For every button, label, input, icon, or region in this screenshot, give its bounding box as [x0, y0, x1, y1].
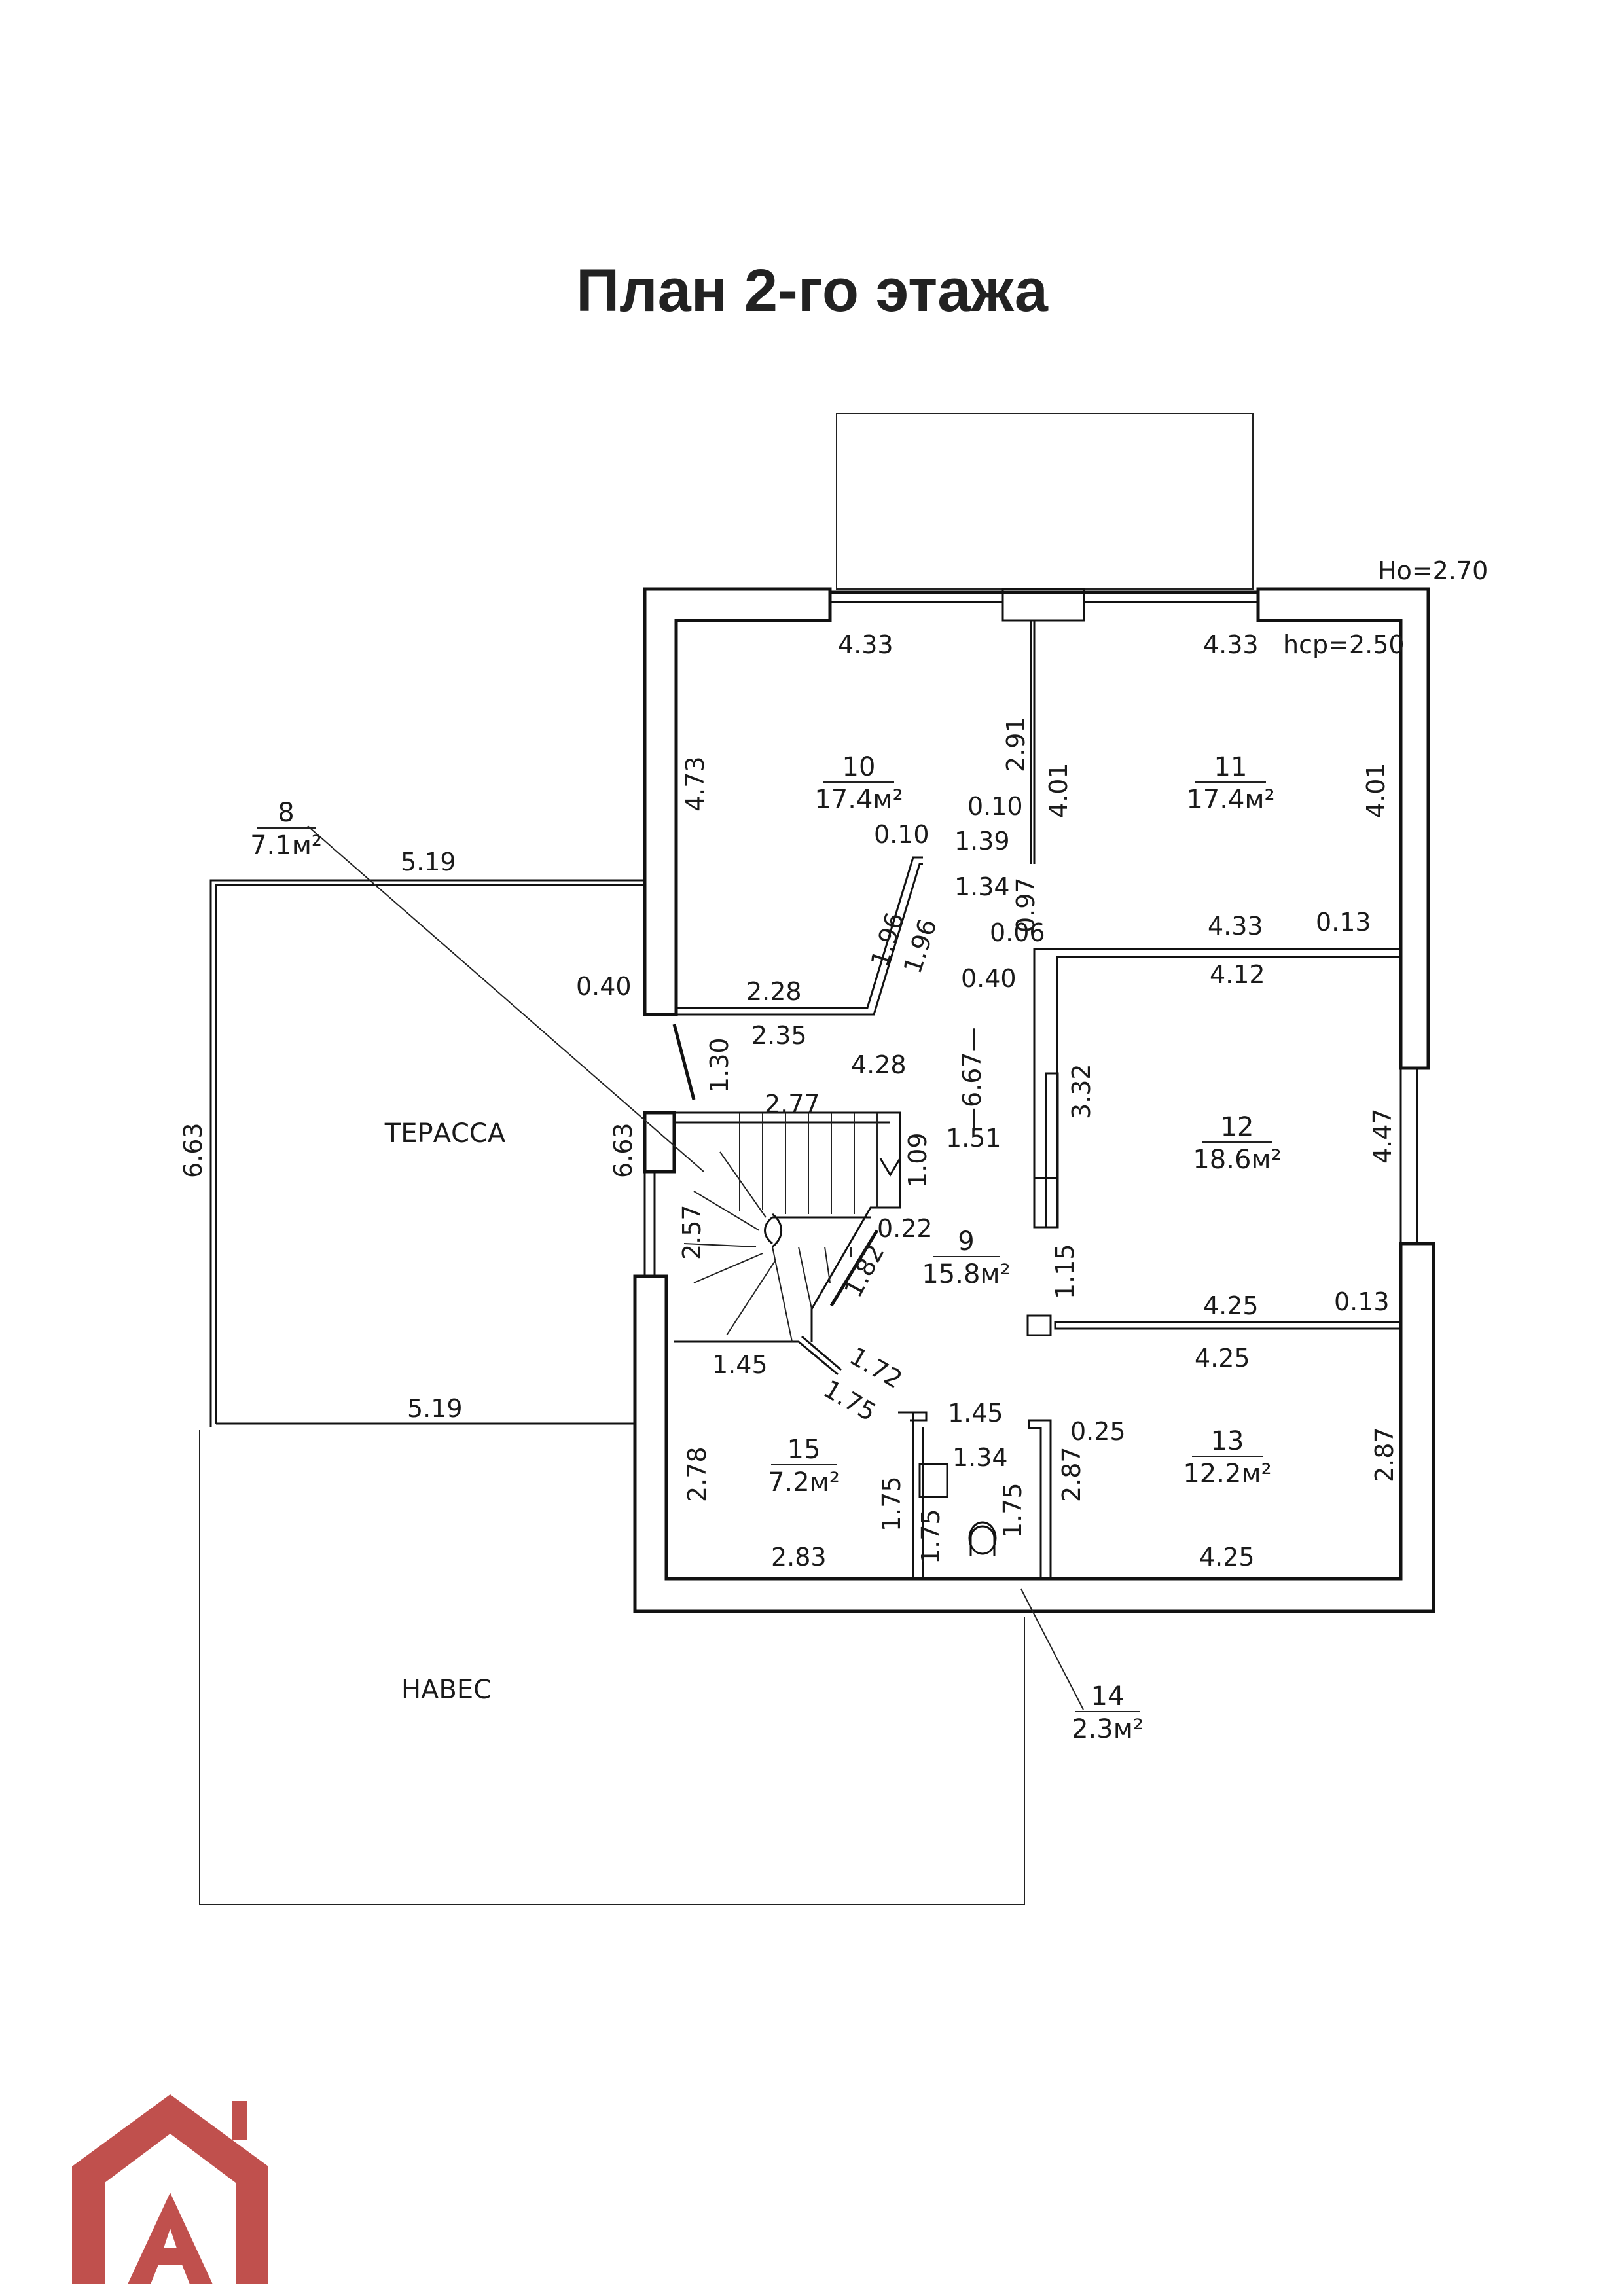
- dim-label: 4.25: [1203, 1291, 1259, 1320]
- dim-label: 0.10: [874, 820, 929, 849]
- room-11-label: 11 17.4м²: [1186, 752, 1274, 815]
- room-9-label: 9 15.8м²: [922, 1227, 1010, 1289]
- dim-label: 1.45: [948, 1399, 1003, 1427]
- room-area: 15.8м²: [922, 1259, 1010, 1289]
- room-10-label: 10 17.4м²: [814, 752, 903, 815]
- dim-label: 0.97: [1011, 877, 1040, 933]
- room-number: 14: [1091, 1681, 1125, 1712]
- dim-label: 2.87: [1057, 1446, 1086, 1502]
- room-area: 7.1м²: [250, 831, 322, 861]
- dim-label: 1.15: [1051, 1244, 1079, 1299]
- dim-label: 2.57: [677, 1204, 706, 1260]
- dim-label: —6.67—: [958, 1027, 986, 1132]
- dim-label: 4.01: [1362, 762, 1390, 818]
- dim-label: 4.33: [1203, 630, 1259, 659]
- dim-label: 1.39: [954, 827, 1010, 855]
- dim-label: 5.19: [407, 1394, 463, 1423]
- room-12-label: 12 18.6м²: [1193, 1112, 1281, 1175]
- room-number: 13: [1211, 1426, 1244, 1456]
- room-number: 8: [278, 798, 294, 828]
- dim-label: 0.40: [576, 972, 632, 1001]
- dim-label: 0.10: [967, 792, 1023, 821]
- dim-label: 4.28: [851, 1050, 907, 1079]
- dim-label: 1.75: [998, 1482, 1027, 1538]
- room-13-label: 13 12.2м²: [1183, 1426, 1271, 1489]
- dim-label: 0.13: [1316, 908, 1371, 937]
- room-labels: 8 7.1м² 9 15.8м² 10 17.4м² 11 17.4м² 12 …: [250, 752, 1282, 1744]
- dim-label: 4.25: [1195, 1344, 1250, 1372]
- dim-label: 4.33: [838, 630, 893, 659]
- dim-label: 4.47: [1368, 1108, 1397, 1164]
- room-area: 12.2м²: [1183, 1459, 1271, 1489]
- dim-label: 6.63: [609, 1122, 638, 1178]
- dim-label: 0.13: [1334, 1287, 1390, 1316]
- terrace-label: ТЕРАССА: [384, 1119, 506, 1149]
- dim-label: 1.75: [877, 1476, 906, 1532]
- dim-label: 4.33: [1208, 912, 1263, 941]
- house-logo-icon: [72, 2094, 268, 2284]
- staircase: [674, 1111, 901, 1342]
- leader-room-8: [307, 825, 704, 1172]
- dim-label: 2.83: [771, 1543, 827, 1571]
- balcony-door-frame: [1001, 588, 1085, 622]
- room-number: 9: [958, 1227, 974, 1257]
- level-ho: Hо=2.70: [1378, 556, 1488, 585]
- room-area: 17.4м²: [1186, 785, 1274, 815]
- outer-walls: [633, 587, 1435, 1613]
- balcony-outline: [836, 413, 1254, 590]
- dim-label: 1.30: [705, 1037, 734, 1093]
- canopy-label: НАВЕС: [401, 1675, 492, 1705]
- dim-label: 2.77: [765, 1090, 820, 1119]
- dim-label: 0.40: [961, 964, 1017, 993]
- dim-label: 1.34: [952, 1443, 1008, 1472]
- room-number: 15: [787, 1435, 821, 1465]
- dim-label: 4.01: [1044, 762, 1073, 818]
- dim-label: 4.12: [1210, 960, 1265, 989]
- dim-label: 5.19: [401, 848, 456, 876]
- room-area: 17.4м²: [814, 785, 903, 815]
- dim-label: 1.51: [946, 1124, 1001, 1153]
- room-number: 11: [1214, 752, 1248, 782]
- dim-label: 2.87: [1370, 1427, 1399, 1482]
- dim-label: 2.35: [751, 1021, 807, 1050]
- interior-walls: [674, 620, 1402, 1580]
- dim-label: 1.75: [819, 1374, 881, 1427]
- dim-label: 4.73: [681, 756, 710, 812]
- level-hcp: hср=2.50: [1283, 630, 1405, 659]
- leader-room-14: [1020, 1588, 1084, 1710]
- room-area: 18.6м²: [1193, 1145, 1281, 1175]
- room-number: 12: [1221, 1112, 1254, 1142]
- dim-label: 1.34: [954, 872, 1010, 901]
- dim-label: 2.91: [1001, 717, 1030, 772]
- room-8-label: 8 7.1м²: [250, 798, 322, 861]
- dim-label: 1.45: [712, 1350, 768, 1379]
- dim-label: 0.25: [1070, 1417, 1126, 1446]
- dim-label: 2.28: [746, 977, 802, 1006]
- terrace-canopy-outline: [199, 879, 1025, 1905]
- dimension-labels: 4.33 4.33 hср=2.50 Hо=2.70 4.73 2.91 4.0…: [179, 556, 1488, 1571]
- dim-label: 0.22: [877, 1214, 933, 1243]
- room-area: 2.3м²: [1072, 1714, 1144, 1744]
- dim-label: 1.75: [916, 1509, 945, 1564]
- room-15-label: 15 7.2м²: [768, 1435, 840, 1498]
- page-title: План 2-го этажа: [576, 257, 1048, 324]
- dim-label: 4.25: [1199, 1543, 1255, 1571]
- room-14-label: 14 2.3м²: [1072, 1681, 1144, 1744]
- dim-label: 0.06: [990, 918, 1045, 947]
- dim-label: 3.32: [1067, 1064, 1096, 1119]
- dim-label: 2.78: [683, 1446, 712, 1502]
- room-number: 10: [842, 752, 876, 782]
- dim-label: 1.09: [903, 1132, 932, 1188]
- room-area: 7.2м²: [768, 1467, 840, 1498]
- dim-label: 6.63: [179, 1122, 208, 1178]
